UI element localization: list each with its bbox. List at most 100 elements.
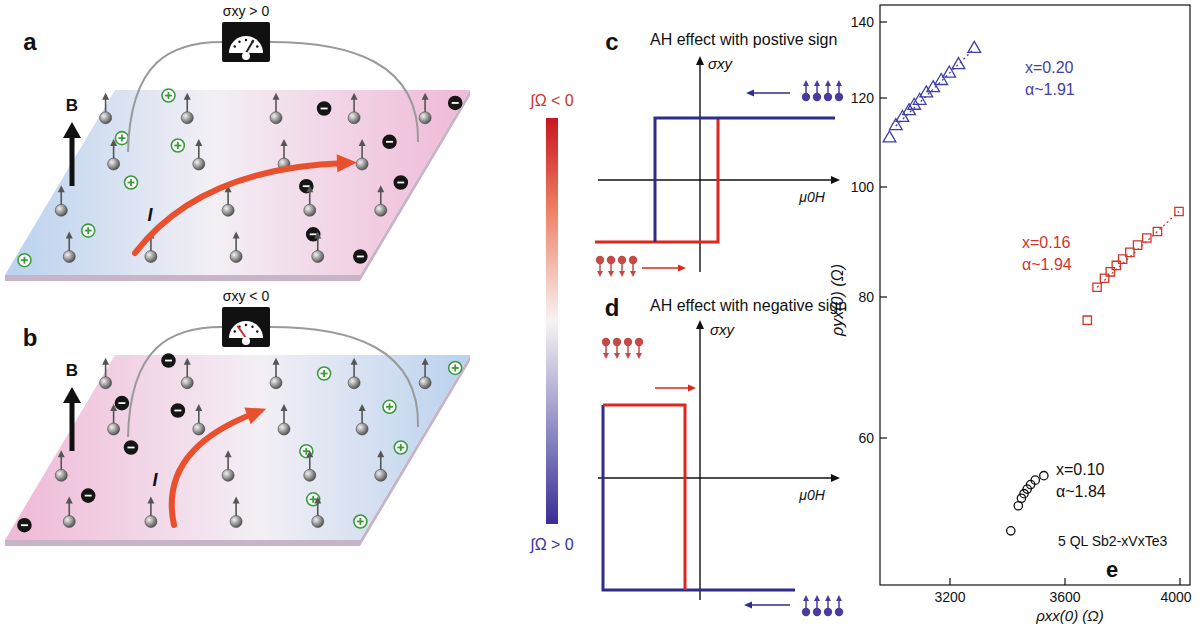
electron-ball xyxy=(312,516,324,528)
spin-icon xyxy=(624,338,632,359)
axis-arrow-head xyxy=(831,176,840,184)
spin-arrow-head xyxy=(184,358,191,365)
positive-charge xyxy=(125,176,138,189)
series-label: x=0.10 xyxy=(1056,461,1104,479)
negative-charge xyxy=(171,404,184,417)
panel-letter: e xyxy=(1106,557,1118,582)
spin-arrow-shaft xyxy=(60,456,62,470)
spin-ball xyxy=(802,93,810,101)
electron-ball xyxy=(375,469,387,481)
field-arrow xyxy=(70,399,75,451)
spin-arrow-head xyxy=(359,139,366,146)
positive-charge xyxy=(115,132,128,145)
positive-charge xyxy=(18,254,31,267)
axis-arrow-head xyxy=(696,56,704,65)
positive-charge xyxy=(383,400,396,413)
spin-arrow-shaft xyxy=(198,145,200,159)
charge-disc xyxy=(383,135,396,148)
tick-label: 3600 xyxy=(1049,589,1080,605)
hysteresis-loop xyxy=(598,320,843,616)
spin-arrow-shaft xyxy=(827,85,829,93)
electron-ball xyxy=(348,377,360,389)
spin-arrow-head xyxy=(66,497,73,504)
electron-spin xyxy=(278,139,290,170)
axis-arrow-head xyxy=(831,474,840,482)
berry-curvature-colorbar xyxy=(546,118,558,524)
charge-disc xyxy=(82,489,95,502)
spin-arrow-head xyxy=(195,139,202,146)
electron-ball xyxy=(145,251,157,263)
spin-icon xyxy=(618,256,626,277)
charge-bar xyxy=(168,92,170,99)
electron-ball xyxy=(108,423,120,435)
spin-arrow-head xyxy=(102,358,109,365)
charge-disc xyxy=(125,176,138,189)
exponent-label: α~1.91 xyxy=(1025,81,1075,99)
spin-ball xyxy=(802,608,810,616)
charge-disc xyxy=(394,441,407,454)
electron-ball xyxy=(230,516,242,528)
spin-arrow-shaft xyxy=(235,238,237,252)
meter-scale-dot xyxy=(245,39,247,41)
charge-bar xyxy=(85,495,92,497)
electron-spin xyxy=(222,450,234,481)
spin-arrow-shaft xyxy=(805,600,807,608)
electron-spin xyxy=(63,232,75,263)
spin-ball xyxy=(635,338,643,346)
spin-icon xyxy=(813,595,821,616)
spin-arrow-shaft xyxy=(827,600,829,608)
spin-arrow-shaft xyxy=(627,346,629,354)
tick-label: 120 xyxy=(851,90,874,106)
probe-wire xyxy=(270,327,418,427)
square-marker xyxy=(1106,268,1114,276)
current-arrow xyxy=(172,413,255,525)
positive-charge xyxy=(82,224,95,237)
square-marker xyxy=(1100,274,1108,282)
circle-marker xyxy=(1031,476,1039,484)
spin-arrow-head xyxy=(814,80,820,86)
spin-arrow-head xyxy=(825,80,831,86)
charge-bar xyxy=(397,182,404,184)
spin-arrow-head xyxy=(803,595,809,601)
charge-bar xyxy=(87,227,89,234)
current-arrow-head xyxy=(337,154,357,172)
triangle-marker xyxy=(913,93,926,104)
meter-dial xyxy=(229,321,263,338)
panel-title: AH effect with negative sign xyxy=(650,297,847,315)
electron-ball xyxy=(193,423,205,435)
spin-arrow-shaft xyxy=(227,191,229,205)
spin-icon xyxy=(596,256,604,277)
spin-arrow-head xyxy=(306,450,313,457)
charge-bar xyxy=(303,185,310,187)
spin-icon xyxy=(824,80,832,101)
spin-arrow-head xyxy=(314,232,321,239)
axis-label: σxy xyxy=(708,55,732,72)
charge-bar xyxy=(310,233,317,235)
electron-spin xyxy=(348,93,360,124)
electron-ball xyxy=(55,469,67,481)
sweep-arrow xyxy=(752,92,790,94)
spin-ball xyxy=(629,256,637,264)
charge-disc xyxy=(162,354,175,367)
spin-arrow-shaft xyxy=(186,364,188,378)
electron-spin xyxy=(100,358,112,389)
charge-disc xyxy=(449,361,462,374)
spin-arrow-shaft xyxy=(105,99,107,113)
spin-arrow-shaft xyxy=(424,99,426,113)
spin-arrow-shaft xyxy=(198,410,200,424)
spin-arrow-head xyxy=(58,185,65,192)
negative-charge xyxy=(449,96,462,109)
meter-scale-dot xyxy=(234,330,236,332)
electron-spin xyxy=(270,93,282,124)
spin-arrow-shaft xyxy=(838,600,840,608)
spin-arrow-shaft xyxy=(275,364,277,378)
triangle-marker xyxy=(943,66,956,77)
spin-arrow-head xyxy=(281,139,288,146)
axis-line xyxy=(598,477,832,478)
electron-ball xyxy=(375,204,387,216)
electron-spin xyxy=(375,185,387,216)
spin-arrow-shaft xyxy=(380,456,382,470)
tick-mark xyxy=(1179,578,1180,585)
spin-arrow-shaft xyxy=(361,145,363,159)
charge-bar xyxy=(118,402,125,404)
